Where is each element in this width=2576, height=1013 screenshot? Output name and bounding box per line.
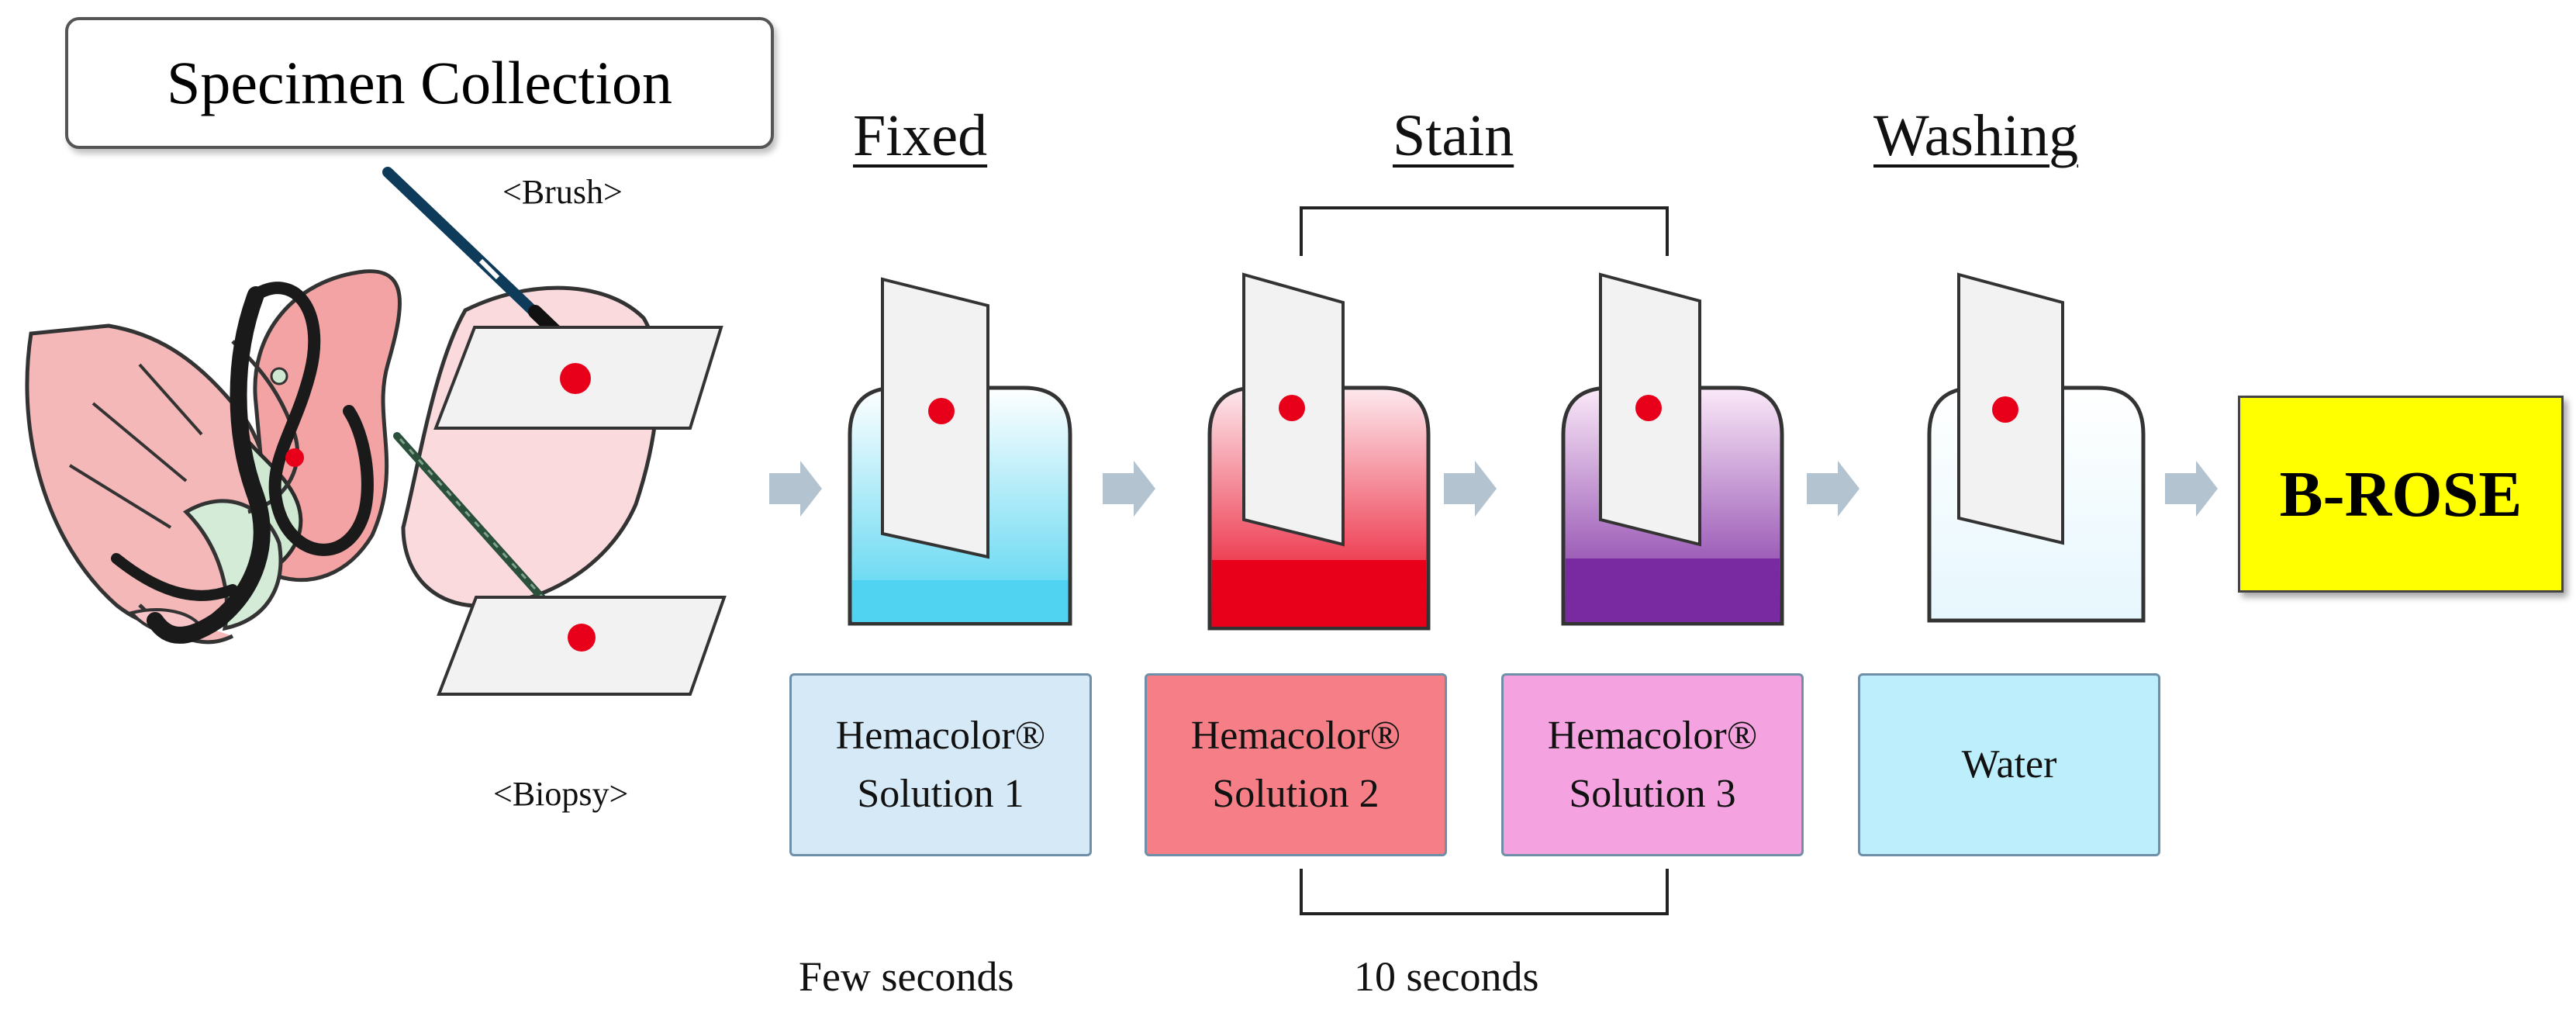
fixed-duration: Few seconds <box>799 953 1014 1000</box>
water-label: Water <box>1961 742 2057 787</box>
washing-header: Washing <box>1873 103 2079 168</box>
stain-header: Stain <box>1393 103 1514 168</box>
flow-arrow-4 <box>1807 461 1859 517</box>
brush-specimen-spot <box>560 363 591 394</box>
flow-arrow-2 <box>1103 461 1155 517</box>
solution-1-line1: Hemacolor® <box>835 713 1046 758</box>
b-rose-result-box: B-ROSE <box>2238 396 2564 593</box>
solution-box-2: Hemacolor® Solution 2 <box>1145 673 1447 856</box>
specimen-collection-box: Specimen Collection <box>65 17 774 149</box>
biopsy-specimen-spot <box>568 624 596 652</box>
solution-box-water: Water <box>1858 673 2160 856</box>
solution-3-line1: Hemacolor® <box>1547 713 1758 758</box>
flow-arrow-1 <box>769 461 822 517</box>
flow-arrow-3 <box>1444 461 1497 517</box>
jar-stain-2 <box>1207 272 1431 631</box>
solution-2-line1: Hemacolor® <box>1190 713 1401 758</box>
jar-water <box>1927 272 2146 623</box>
solution-3-line2: Solution 3 <box>1569 772 1736 816</box>
flow-arrow-5 <box>2165 461 2218 517</box>
stain-duration: 10 seconds <box>1354 953 1539 1000</box>
jar-stain-3 <box>1561 272 1784 626</box>
specimen-collection-label: Specimen Collection <box>166 49 673 116</box>
b-rose-label: B-ROSE <box>2279 458 2522 531</box>
solution-box-1: Hemacolor® Solution 1 <box>789 673 1092 856</box>
flow-arrows <box>769 461 2218 517</box>
solution-1-line2: Solution 1 <box>857 772 1024 816</box>
brush-label: <Brush> <box>502 173 623 211</box>
jar-fixed <box>848 277 1072 626</box>
stain-top-bracket <box>1300 206 1669 256</box>
solution-2-line2: Solution 2 <box>1212 772 1380 816</box>
solution-box-3: Hemacolor® Solution 3 <box>1501 673 1804 856</box>
biopsy-label: <Biopsy> <box>493 775 629 813</box>
fixed-header: Fixed <box>853 103 988 168</box>
stain-bottom-bracket <box>1300 869 1669 915</box>
